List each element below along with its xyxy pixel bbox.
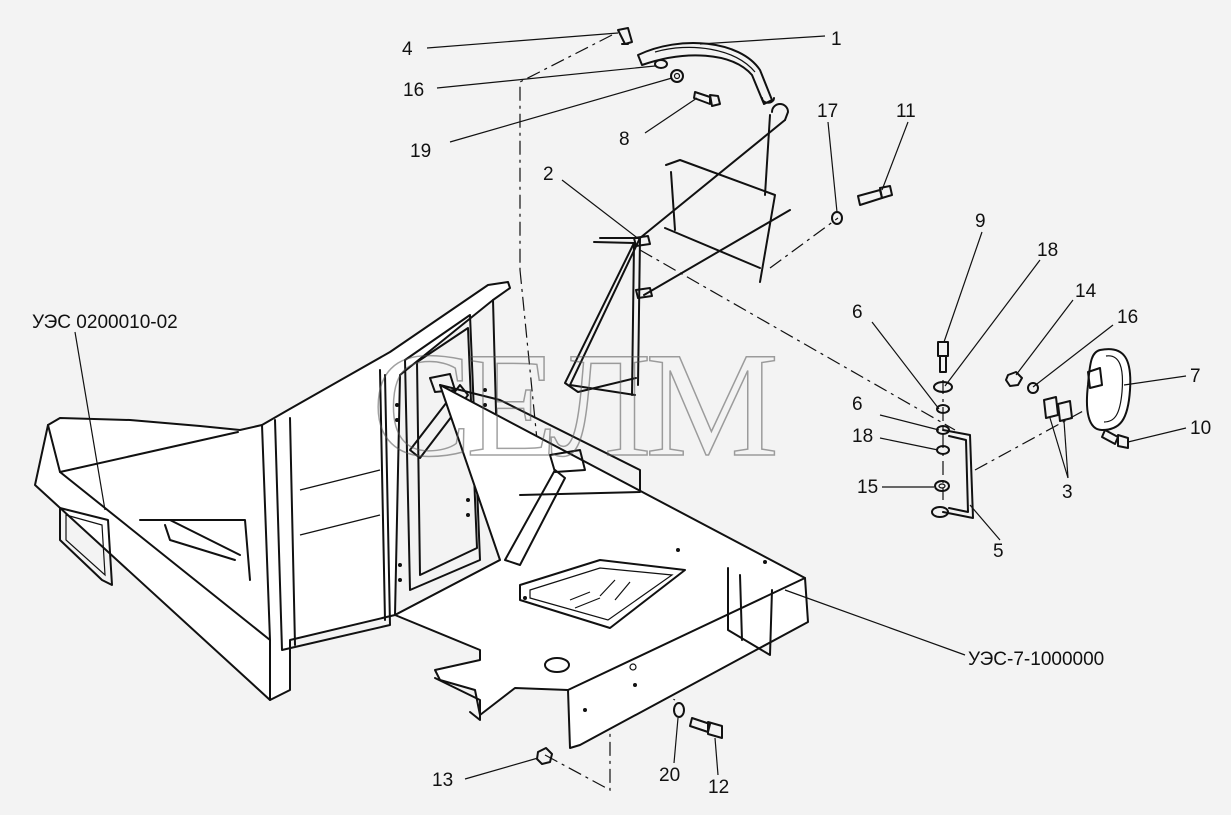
frame-bolt-holes: [523, 548, 767, 712]
callout-13: 13: [432, 770, 453, 791]
callout-9: 9: [975, 211, 986, 232]
callout-14: 14: [1075, 281, 1097, 302]
callout-6-top: 6: [852, 302, 863, 323]
callout-10: 10: [1190, 418, 1211, 439]
bolt-part-8: [693, 91, 721, 107]
callout-4: 4: [402, 39, 413, 60]
bolt-part-10: [1101, 429, 1129, 449]
washer-part-19: [670, 69, 684, 83]
callout-17: 17: [817, 101, 838, 122]
callout-labels: 4 16 19 8 1 2 17 11 9 18 14 16 7 10 6 6 …: [402, 29, 1211, 798]
callout-5: 5: [993, 541, 1004, 562]
callout-12: 12: [708, 777, 729, 798]
mirror-bracket-part-5: [931, 429, 974, 519]
nut-part-6-top: [936, 404, 950, 414]
washer-part-17: [831, 211, 843, 225]
nut-part-13: [536, 747, 553, 765]
mirror-part-7: [1085, 348, 1132, 431]
strap-part-1: [637, 42, 775, 105]
callout-6-bottom: 6: [852, 394, 863, 415]
bolt-part-9: [937, 341, 949, 373]
callout-8: 8: [619, 129, 630, 150]
callout-16-right: 16: [1117, 307, 1138, 328]
clip-part-4: [617, 27, 633, 45]
leader-lines: [74, 32, 1187, 780]
nut-part-14: [1005, 371, 1023, 387]
callout-15: 15: [857, 477, 878, 498]
washer-part-18-bottom: [936, 445, 950, 455]
callout-18-top: 18: [1037, 240, 1058, 261]
nut-part-6-bottom: [936, 425, 950, 435]
nut-part-15: [934, 480, 950, 492]
callout-3: 3: [1062, 482, 1073, 503]
bolt-part-11: [857, 185, 893, 206]
callout-16-top: 16: [403, 80, 424, 101]
clamp-plates-part-3: [1043, 396, 1073, 422]
frame-assembly: [394, 384, 809, 749]
callout-19: 19: [410, 141, 431, 162]
callout-18-bottom: 18: [852, 426, 873, 447]
cab-bolt-holes: [395, 388, 487, 582]
washer-part-16-right: [1027, 382, 1039, 394]
watermark: СЕЛМ: [372, 322, 774, 488]
callout-1: 1: [831, 29, 842, 50]
washer-part-16-top: [654, 59, 668, 69]
callout-2: 2: [543, 164, 554, 185]
washer-part-18-top: [933, 381, 953, 393]
handrail-part-2: [564, 103, 791, 396]
callout-20: 20: [659, 765, 680, 786]
washer-part-20: [673, 702, 685, 718]
frame-assembly-label: УЭС-7-1000000: [968, 649, 1104, 670]
cab-assembly-label: УЭС 0200010-02: [32, 312, 178, 333]
bolt-part-12: [689, 717, 723, 739]
callout-11: 11: [896, 101, 916, 122]
callout-7: 7: [1190, 366, 1201, 387]
